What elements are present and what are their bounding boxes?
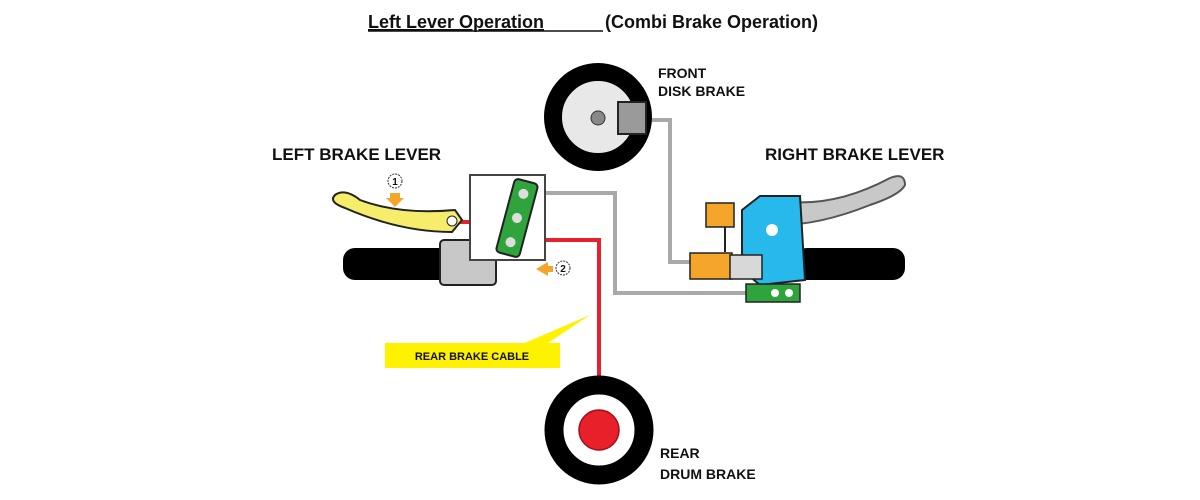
front-wheel xyxy=(544,63,652,171)
left-grip xyxy=(343,248,453,280)
arrow-left-icon xyxy=(536,262,553,276)
rear-brake-cable xyxy=(525,238,601,425)
rear-cable-label-box xyxy=(385,343,560,368)
fluid-reservoir xyxy=(705,202,735,228)
rear-cable-label: REAR BRAKE CABLE xyxy=(415,351,529,363)
arrow-down-icon xyxy=(386,193,404,207)
left-lever-label: LEFT BRAKE LEVER xyxy=(272,145,441,164)
piston xyxy=(729,254,763,280)
step-1-marker: 1 xyxy=(386,173,404,207)
front-brake-hose xyxy=(645,118,695,264)
lever-pivot xyxy=(446,215,458,227)
title-underlined: Left Lever Operation xyxy=(368,12,544,32)
right-lever-label: RIGHT BRAKE LEVER xyxy=(765,145,944,164)
equalizer-plate xyxy=(495,178,539,258)
master-cylinder xyxy=(689,252,733,280)
left-brake-lever[interactable] xyxy=(332,191,464,234)
equalizer-cable xyxy=(540,191,752,295)
title-rest: (Combi Brake Operation) xyxy=(605,12,818,32)
rear-brake-label-2: DRUM BRAKE xyxy=(660,466,756,482)
front-brake-label-2: DISK BRAKE xyxy=(658,83,745,99)
svg-text:2: 2 xyxy=(560,264,566,275)
drum-brake xyxy=(578,409,620,451)
front-brake-label-1: FRONT xyxy=(658,65,707,81)
step-2-marker: 2 xyxy=(536,260,571,276)
right-grip xyxy=(795,248,905,280)
rear-wheel xyxy=(544,375,654,485)
callout-pointer xyxy=(520,315,590,345)
disk-caliper xyxy=(617,101,647,135)
svg-text:1: 1 xyxy=(392,177,398,188)
rear-brake-label-1: REAR xyxy=(660,445,700,461)
